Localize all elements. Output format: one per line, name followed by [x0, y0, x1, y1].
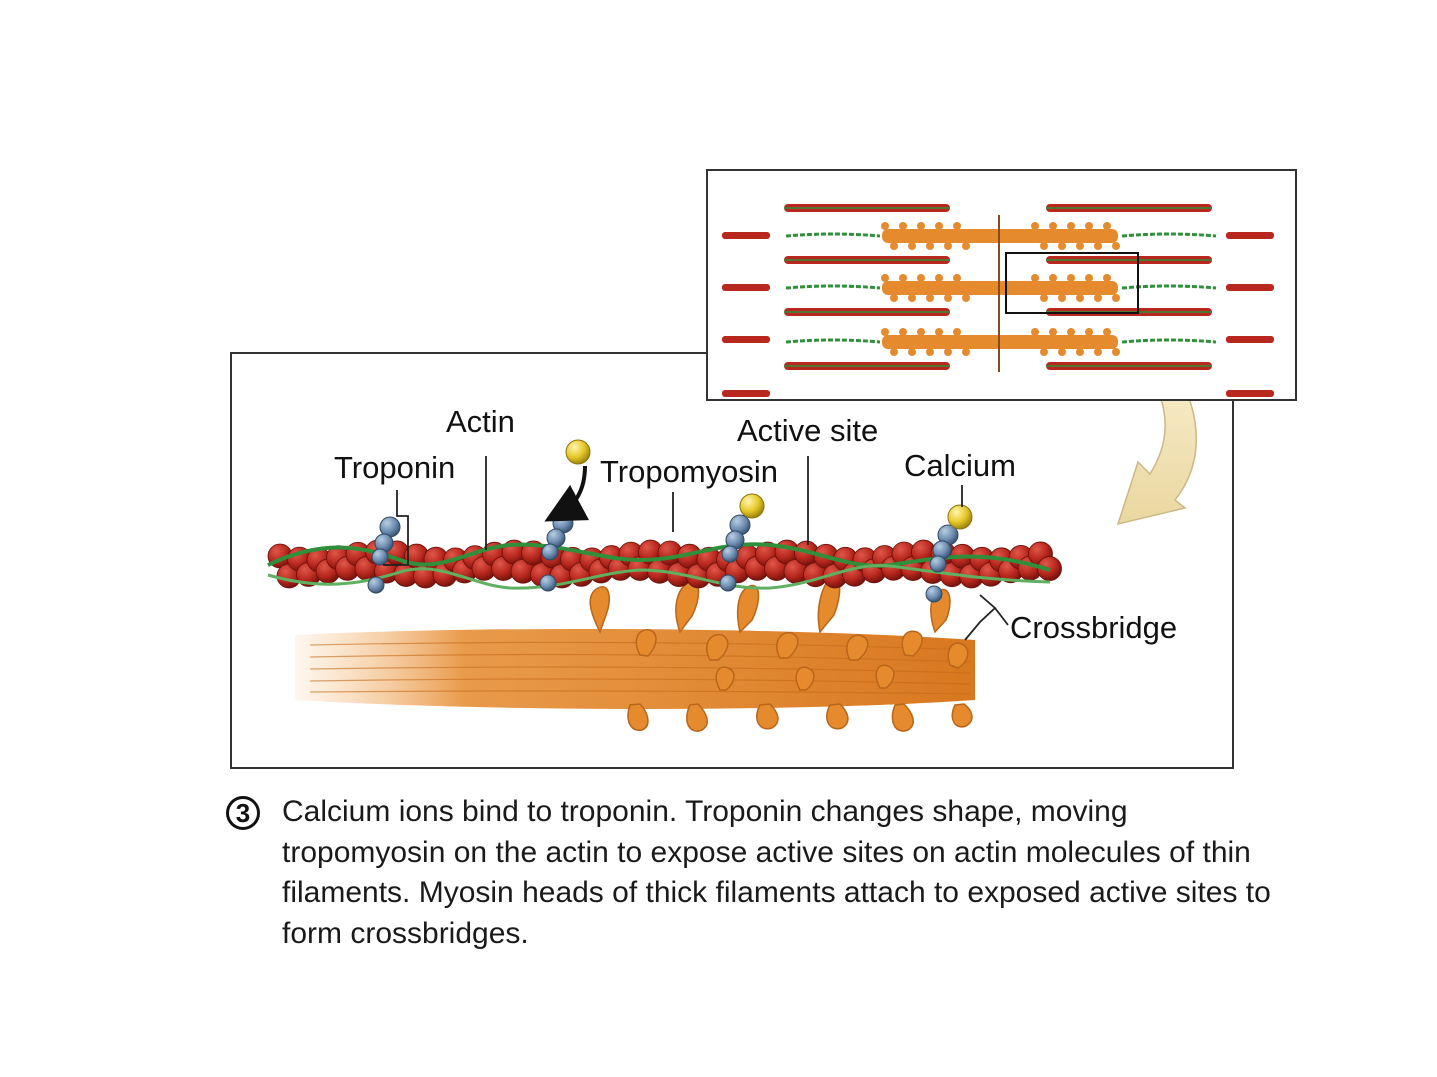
inset-myosin-head — [1076, 294, 1084, 302]
troponin-complexes — [367, 512, 959, 603]
label-calcium: Calcium — [904, 448, 1016, 483]
inset-myosin-head — [1040, 242, 1048, 250]
inset-myosin-head — [944, 348, 952, 356]
inset-myosin-head — [1112, 294, 1120, 302]
inset-myosin-head — [1049, 222, 1057, 230]
inset-myosin-head — [881, 274, 889, 282]
inset-myosin-head — [890, 348, 898, 356]
inset-myosin-head — [1031, 274, 1039, 282]
inset-titin — [785, 232, 881, 238]
inset-thin-filament — [722, 390, 770, 397]
inset-highlight-box — [1005, 252, 1139, 314]
inset-titin — [785, 284, 881, 290]
inset-myosin-head — [935, 274, 943, 282]
inset-myosin-head — [1103, 328, 1111, 336]
inset-myosin-head — [1058, 348, 1066, 356]
label-crossbridge: Crossbridge — [1010, 610, 1177, 645]
inset-myosin-head — [1067, 222, 1075, 230]
inset-thin-filament — [722, 232, 770, 239]
inset-myosin-head — [1076, 348, 1084, 356]
inset-thin-filament — [722, 284, 770, 291]
inset-thin-filament — [1226, 336, 1274, 343]
label-tropomyosin: Tropomyosin — [600, 454, 778, 489]
inset-myosin-head — [1067, 274, 1075, 282]
label-active-site: Active site — [737, 413, 878, 448]
inset-myosin-head — [1049, 274, 1057, 282]
inset-myosin-head — [926, 294, 934, 302]
inset-myosin-head — [962, 348, 970, 356]
inset-myosin-head — [1085, 274, 1093, 282]
thick-filament — [295, 628, 975, 709]
inset-myosin-head — [1094, 242, 1102, 250]
inset-titin — [1121, 284, 1217, 290]
inset-myosin-head — [1067, 328, 1075, 336]
inset-thin-filament — [1226, 390, 1274, 397]
inset-myosin-head — [881, 328, 889, 336]
inset-myosin-head — [890, 294, 898, 302]
step-number-badge: 3 — [226, 796, 260, 830]
inset-myosin-head — [953, 222, 961, 230]
inset-myosin-head — [926, 348, 934, 356]
caption-text: Calcium ions bind to troponin. Troponin … — [282, 795, 1271, 950]
inset-myosin-head — [908, 348, 916, 356]
inset-myosin-head — [908, 242, 916, 250]
calcium-binding-arrow — [544, 465, 590, 522]
inset-myosin-head — [1085, 222, 1093, 230]
inset-myosin-head — [944, 242, 952, 250]
inset-myosin-head — [1031, 222, 1039, 230]
sarcomere-inset — [706, 169, 1297, 401]
inset-thin-filament — [722, 336, 770, 343]
inset-titin — [1121, 232, 1217, 238]
inset-myosin-head — [962, 294, 970, 302]
inset-myosin-head — [899, 274, 907, 282]
inset-myosin-head — [890, 242, 898, 250]
inset-myosin-head — [1076, 242, 1084, 250]
leader-lines — [383, 456, 1009, 641]
inset-myosin-head — [935, 222, 943, 230]
inset-myosin-head — [1031, 328, 1039, 336]
inset-myosin-head — [962, 242, 970, 250]
inset-myosin-head — [1049, 328, 1057, 336]
inset-myosin-head — [1103, 274, 1111, 282]
label-actin: Actin — [446, 404, 515, 439]
inset-myosin-head — [917, 328, 925, 336]
inset-titin — [1121, 338, 1217, 344]
inset-myosin-head — [1094, 294, 1102, 302]
inset-myosin-head — [1058, 294, 1066, 302]
inset-myosin-head — [953, 328, 961, 336]
inset-myosin-head — [1040, 294, 1048, 302]
label-troponin: Troponin — [334, 450, 455, 485]
tropomyosin-strand — [267, 542, 1051, 590]
inset-myosin-head — [1094, 348, 1102, 356]
inset-myosin-head — [935, 328, 943, 336]
inset-myosin-head — [1058, 242, 1066, 250]
inset-myosin-head — [1112, 242, 1120, 250]
inset-myosin-head — [899, 328, 907, 336]
inset-myosin-head — [1103, 222, 1111, 230]
inset-myosin-head — [917, 222, 925, 230]
inset-myosin-head — [1040, 348, 1048, 356]
inset-titin — [785, 338, 881, 344]
inset-thin-filament — [1226, 284, 1274, 291]
inset-myosin-head — [1085, 328, 1093, 336]
inset-myosin-head — [944, 294, 952, 302]
inset-myosin-head — [881, 222, 889, 230]
calcium-ions — [565, 439, 973, 530]
inset-myosin-head — [926, 242, 934, 250]
inset-thin-filament — [1226, 232, 1274, 239]
inset-myosin-head — [917, 274, 925, 282]
inset-myosin-head — [908, 294, 916, 302]
inset-myosin-head — [1112, 348, 1120, 356]
inset-myosin-head — [899, 222, 907, 230]
inset-myosin-head — [953, 274, 961, 282]
thin-filament — [267, 539, 1062, 589]
